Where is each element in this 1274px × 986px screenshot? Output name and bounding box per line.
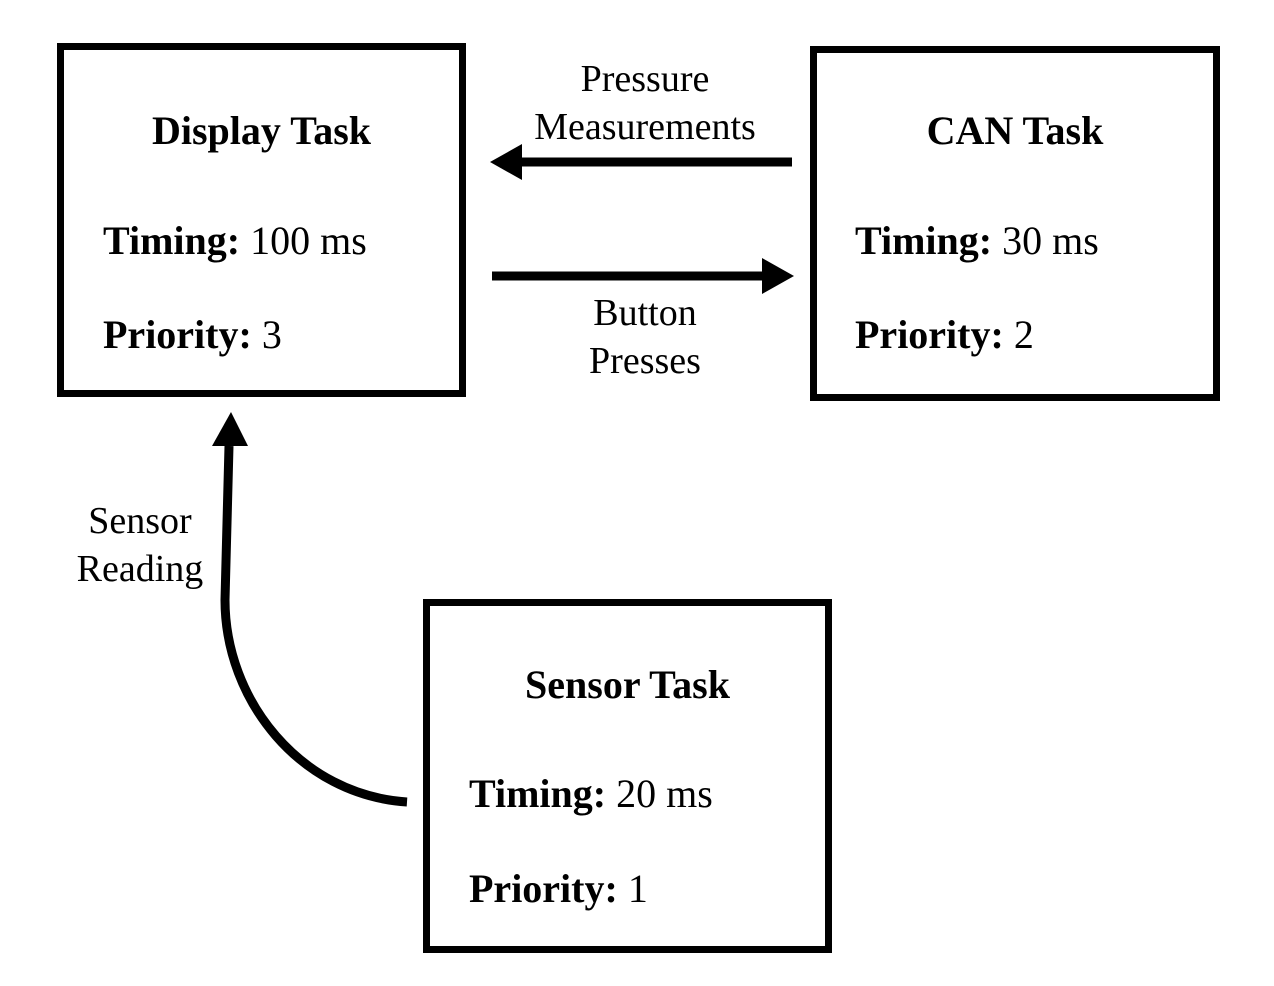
sensor-task-title: Sensor Task <box>525 662 730 707</box>
can-task-priority-value: 2 <box>1013 312 1034 357</box>
pressure-label-line1: Pressure <box>580 58 710 100</box>
pressure-measurements-label: Pressure Measurements <box>505 55 785 151</box>
arrow-sensor-head <box>212 412 248 446</box>
can-task-timing: Timing: 30 ms <box>855 221 1099 261</box>
sensor-task-box: Sensor Task Timing: 20 ms Priority: 1 <box>423 599 832 953</box>
can-task-timing-value: 30 ms <box>1002 218 1099 263</box>
display-task-timing-label: Timing: <box>103 218 241 263</box>
display-task-priority-value: 3 <box>261 312 282 357</box>
sensor-task-timing: Timing: 20 ms <box>469 774 713 814</box>
display-task-timing: Timing: 100 ms <box>103 221 367 261</box>
can-task-priority: Priority: 2 <box>855 315 1034 355</box>
button-presses-label: Button Presses <box>505 289 785 385</box>
arrow-buttons-head <box>762 258 794 294</box>
arrow-pressure-head <box>490 144 522 180</box>
can-task-title: CAN Task <box>926 108 1104 153</box>
buttons-label-line2: Presses <box>589 340 701 382</box>
can-task-timing-label: Timing: <box>855 218 993 263</box>
display-task-priority: Priority: 3 <box>103 315 282 355</box>
can-task-box: CAN Task Timing: 30 ms Priority: 2 <box>810 46 1220 401</box>
display-task-title: Display Task <box>151 108 372 153</box>
sensor-reading-label-line2: Reading <box>76 548 204 590</box>
can-task-priority-label: Priority: <box>855 312 1004 357</box>
sensor-task-priority-label: Priority: <box>469 866 618 911</box>
arrow-pressure-measurements <box>490 144 792 180</box>
display-task-timing-value: 100 ms <box>250 218 367 263</box>
sensor-task-priority-value: 1 <box>627 866 648 911</box>
sensor-task-timing-label: Timing: <box>469 771 607 816</box>
sensor-task-priority: Priority: 1 <box>469 869 648 909</box>
sensor-reading-label-line1: Sensor <box>88 500 192 542</box>
sensor-task-timing-value: 20 ms <box>616 771 713 816</box>
arrow-button-presses <box>492 258 794 294</box>
buttons-label-line1: Button <box>593 292 697 334</box>
pressure-label-line2: Measurements <box>534 106 756 148</box>
display-task-box: Display Task Timing: 100 ms Priority: 3 <box>57 43 466 397</box>
arrow-sensor-reading <box>212 412 408 807</box>
arrow-sensor-shaft <box>220 445 408 807</box>
display-task-priority-label: Priority: <box>103 312 252 357</box>
sensor-reading-label: Sensor Reading <box>50 497 230 593</box>
